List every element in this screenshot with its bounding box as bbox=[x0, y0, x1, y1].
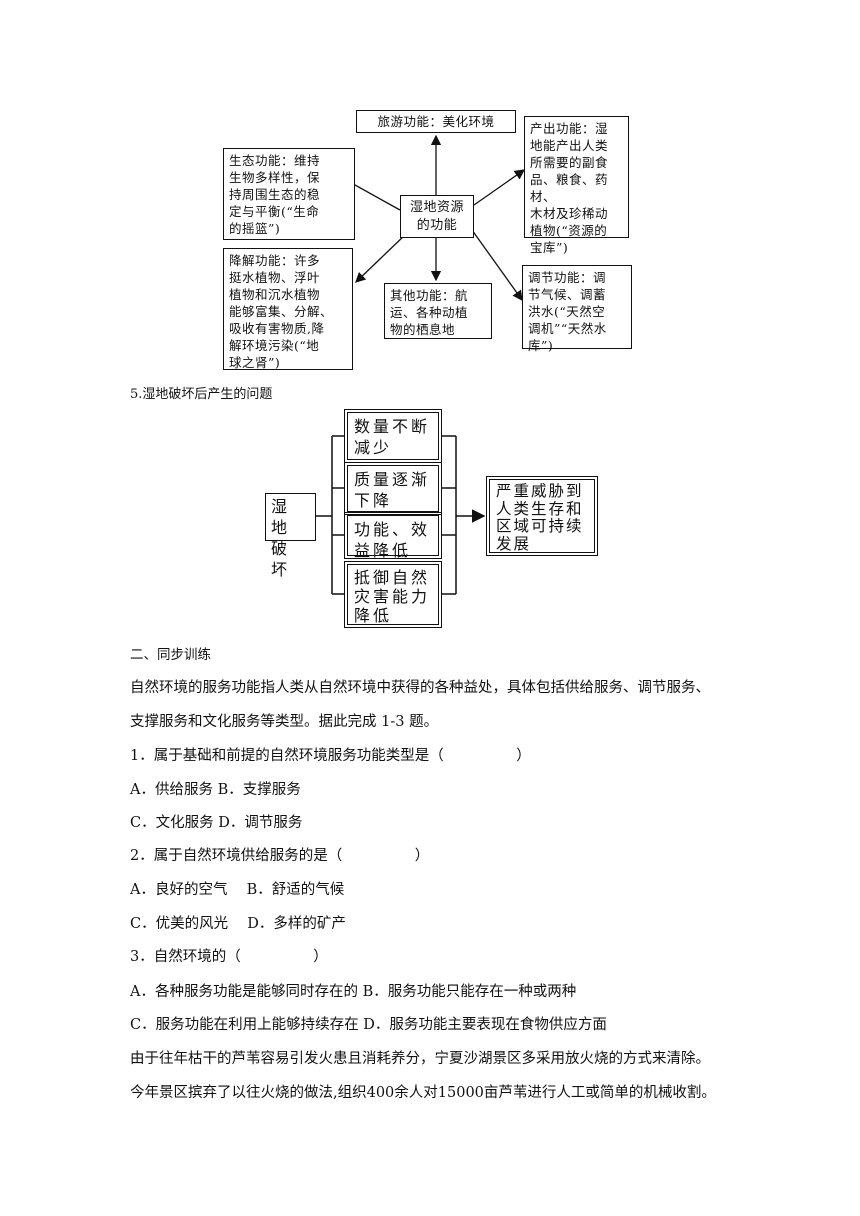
effect-box-2: 质量逐渐 下降 bbox=[347, 465, 439, 512]
intro-line-1: 自然环境的服务功能指人类从自然环境中获得的各种益处，具体包括供给服务、调节服务、 bbox=[130, 680, 710, 696]
question-2-options-cd: C．优美的风光 D．多样的矿产 bbox=[130, 916, 346, 932]
effect-box-4-frame bbox=[344, 561, 442, 628]
wetland-destruction-box: 湿地 破坏 bbox=[265, 493, 316, 579]
question-1-options-cd: C．文化服务 D．调节服务 bbox=[130, 815, 303, 831]
question-2-options-ab: A．良好的空气 B．舒适的气候 bbox=[130, 882, 345, 898]
production-function-box: 产出功能：湿 地能产出人类 所需要的副食 品、粮食、药材、 木材及珍稀动 植物(… bbox=[524, 116, 629, 255]
wetland-functions-center-box: 湿地资源 的功能 bbox=[400, 195, 474, 238]
regulation-function-box: 调节功能：调 节气候、调蓄 洪水(“天然空 调机”“天然水 库”) bbox=[522, 265, 632, 353]
question-1: 1．属于基础和前提的自然环境服务功能类型是（ ） bbox=[130, 748, 531, 764]
paragraph-line-1: 由于往年枯干的芦苇容易引发火患且消耗养分，宁夏沙湖景区多采用放火烧的方式来清除。 bbox=[130, 1051, 710, 1067]
result-box-frame bbox=[486, 476, 598, 556]
intro-line-2: 支撑服务和文化服务等类型。据此完成 1-3 题。 bbox=[130, 714, 439, 730]
diagram2-connectors bbox=[316, 435, 486, 595]
effect-box-1: 数量不断 减少 bbox=[347, 412, 439, 460]
question-1-options-ab: A．供给服务 B．支撑服务 bbox=[130, 782, 301, 798]
paragraph-line-2: 今年景区摈弃了以往火烧的做法,组织400余人对15000亩芦苇进行人工或简单的机… bbox=[130, 1085, 716, 1101]
effect-box-2-frame bbox=[344, 462, 442, 515]
question-3-options-cd: C．服务功能在利用上能够持续存在 D．服务功能主要表现在食物供应方面 bbox=[130, 1017, 607, 1033]
degradation-function-box: 降解功能：许多 挺水植物、浮叶 植物和沉水植物 能够富集、分解、 吸收有害物质,… bbox=[223, 248, 353, 370]
section5-title: 5.湿地破坏后产生的问题 bbox=[130, 387, 273, 402]
question-3: 3．自然环境的（ ） bbox=[130, 949, 328, 965]
question-3-options-ab: A．各种服务功能是能够同时存在的 B．服务功能只能存在一种或两种 bbox=[130, 984, 577, 1000]
effect-box-3: 功能、效 益降低 bbox=[347, 515, 439, 560]
question-2: 2．属于自然环境供给服务的是（ ） bbox=[130, 848, 430, 864]
other-function-box: 其他功能：航 运、各种动植 物的栖息地 bbox=[384, 283, 492, 339]
result-box: 严重威胁到 人类生存和 区域可持续 发展 bbox=[489, 479, 595, 553]
effect-box-3-frame bbox=[344, 512, 442, 559]
section2-title: 二、同步训练 bbox=[130, 647, 211, 663]
effect-box-4: 抵御自然 灾害能力 降低 bbox=[347, 564, 439, 625]
tourism-function-box: 旅游功能：美化环境 bbox=[356, 110, 516, 133]
ecology-function-box: 生态功能：维持 生物多样性，保 持周围生态的稳 定与平衡(“生命 的摇篮”) bbox=[223, 148, 355, 240]
